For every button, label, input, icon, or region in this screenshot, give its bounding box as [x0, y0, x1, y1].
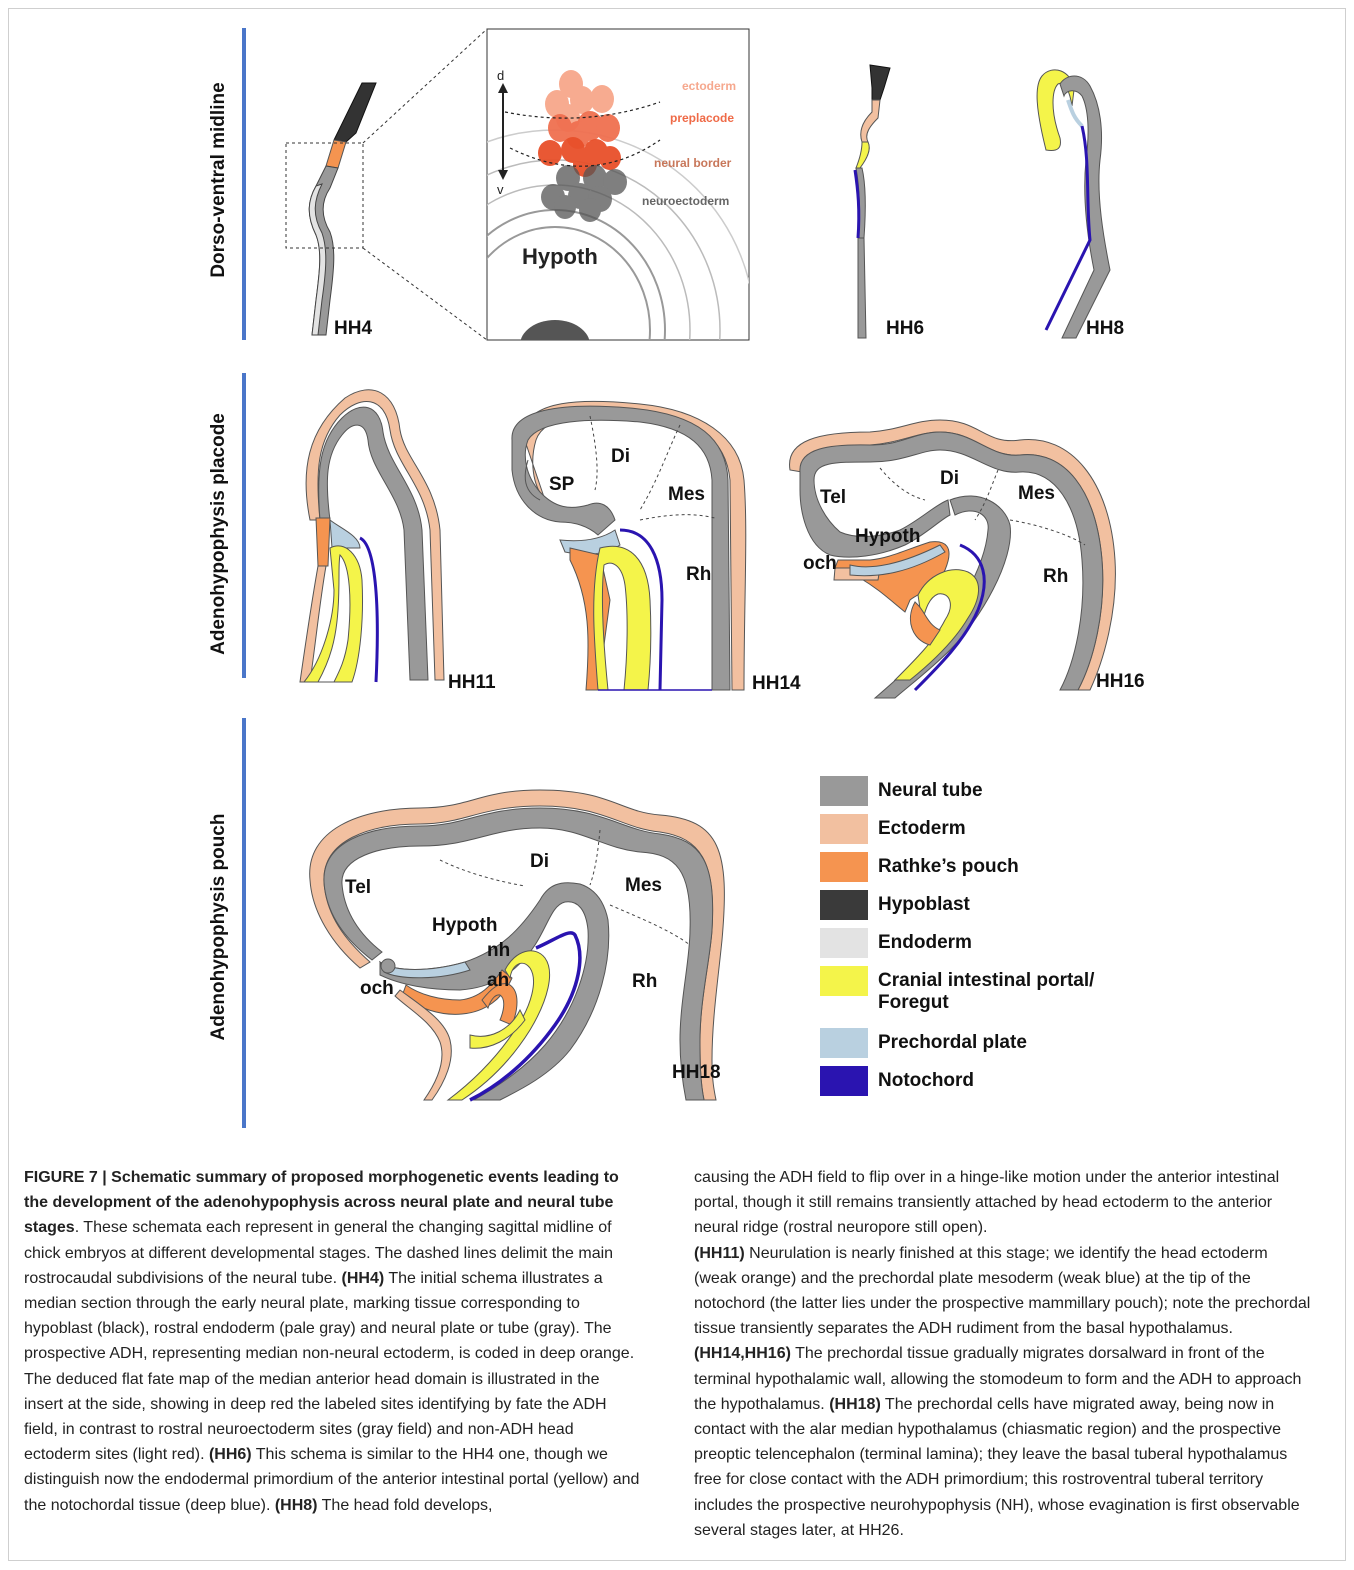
hh6-stage-label: HH6 [886, 318, 924, 339]
caption-stage-tag: (HH4) [342, 1270, 385, 1287]
legend-label: Hypoblast [878, 890, 970, 916]
caption-text: The head fold develops, [318, 1497, 493, 1514]
hh18-tel-label: Tel [345, 877, 371, 898]
hh16-hypoth-label: Hypoth [855, 526, 920, 547]
caption-text: The initial schema illustrates a median … [24, 1270, 634, 1463]
hh14-schema: SP Di Mes Rh HH14 [512, 401, 801, 694]
hh14-rh-label: Rh [686, 564, 711, 585]
legend-label: Endoderm [878, 928, 972, 954]
legend-item: Notochord [820, 1066, 1150, 1096]
legend-item: Hypoblast [820, 890, 1150, 920]
caption-text: The prechordal cells have migrated away,… [694, 1396, 1300, 1539]
legend-swatch [820, 928, 868, 958]
hh11-schema: HH11 [300, 390, 496, 693]
legend-label: Neural tube [878, 776, 983, 802]
hh18-stage-label: HH18 [672, 1062, 721, 1083]
legend-item: Prechordal plate [820, 1028, 1150, 1058]
hh16-mes-label: Mes [1018, 483, 1055, 504]
inset-ectoderm-label: ectoderm [682, 79, 736, 93]
hh14-di-label: Di [611, 446, 630, 467]
legend-label: Notochord [878, 1066, 974, 1092]
legend-swatch [820, 776, 868, 806]
caption-left-column: FIGURE 7 | Schematic summary of proposed… [24, 1165, 640, 1518]
hh4-schema: HH4 [286, 29, 487, 340]
hh18-nh-label: nh [487, 940, 510, 961]
fate-map-inset: d v ectoderm preplacode neural border ne… [355, 29, 755, 530]
legend-label: Cranial intestinal portal/ Foregut [878, 966, 1094, 1014]
hh4-stage-label: HH4 [334, 318, 372, 339]
hh16-di-label: Di [940, 468, 959, 489]
hh8-stage-label: HH8 [1086, 318, 1124, 339]
legend-swatch [820, 1028, 868, 1058]
caption-right-column: causing the ADH field to flip over in a … [694, 1165, 1314, 1543]
hh6-schema: HH6 [855, 65, 924, 339]
caption-text: Neurulation is nearly finished at this s… [694, 1245, 1310, 1338]
legend-swatch [820, 814, 868, 844]
inset-d-label: d [497, 68, 504, 83]
hh16-rh-label: Rh [1043, 566, 1068, 587]
legend-swatch [820, 1066, 868, 1096]
inset-neuroectoderm-label: neuroectoderm [642, 194, 729, 208]
legend-label: Ectoderm [878, 814, 966, 840]
hh18-och-label: och [360, 978, 394, 999]
legend-swatch [820, 966, 868, 996]
hh8-schema: HH8 [1037, 70, 1124, 339]
hh18-di-label: Di [530, 851, 549, 872]
caption-stage-tag: (HH14,HH16) [694, 1345, 791, 1362]
hh18-rh-label: Rh [632, 971, 657, 992]
caption-stage-tag: (HH11) [694, 1245, 745, 1262]
caption-stage-tag: (HH18) [829, 1396, 881, 1413]
hh18-hypoth-label: Hypoth [432, 915, 497, 936]
caption-text: causing the ADH field to flip over in a … [694, 1169, 1279, 1236]
hh14-stage-label: HH14 [752, 673, 801, 694]
hh16-och-label: och [803, 553, 837, 574]
legend-item: Neural tube [820, 776, 1150, 806]
hh16-stage-label: HH16 [1096, 671, 1145, 692]
hh16-schema: Tel Di Mes Hypoth och Rh HH16 [790, 420, 1145, 698]
legend-item: Cranial intestinal portal/ Foregut [820, 966, 1150, 1014]
caption-stage-tag: (HH8) [275, 1497, 318, 1514]
hh14-sp-label: SP [549, 474, 575, 495]
hh14-mes-label: Mes [668, 484, 705, 505]
legend-item: Ectoderm [820, 814, 1150, 844]
hh18-schema: Tel Di Mes Hypoth nh ah och Rh HH18 [310, 790, 725, 1100]
legend-label: Prechordal plate [878, 1028, 1027, 1054]
legend-swatch [820, 890, 868, 920]
legend-label: Rathke’s pouch [878, 852, 1019, 878]
inset-v-label: v [497, 182, 504, 197]
legend-item: Endoderm [820, 928, 1150, 958]
hh11-stage-label: HH11 [448, 672, 496, 693]
legend: Neural tube Ectoderm Rathke’s pouch Hypo… [820, 776, 1150, 1104]
inset-hypoth-label: Hypoth [522, 244, 598, 269]
inset-preplacode-label: preplacode [670, 111, 734, 125]
caption-stage-tag: (HH6) [209, 1446, 252, 1463]
diagram: HH4 [0, 0, 1354, 1150]
inset-neural-border-label: neural border [654, 156, 732, 170]
legend-item: Rathke’s pouch [820, 852, 1150, 882]
hh18-mes-label: Mes [625, 875, 662, 896]
legend-swatch [820, 852, 868, 882]
hh16-tel-label: Tel [820, 487, 846, 508]
hh18-ah-label: ah [487, 970, 509, 991]
